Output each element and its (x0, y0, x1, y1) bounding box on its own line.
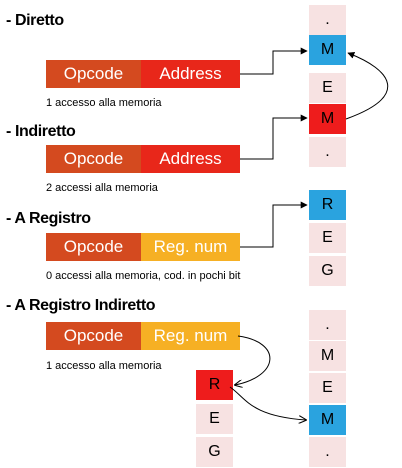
opcode-box-indiretto: Opcode (46, 145, 141, 173)
heading-registro: - A Registro (6, 210, 91, 227)
arrow-register-to-memory (229, 386, 306, 420)
arrow-indiretto (240, 114, 308, 160)
register-cell: E (309, 223, 346, 253)
memory-cell: E (309, 373, 346, 403)
heading-diretto: - Diretto (6, 12, 64, 29)
memory-cell: . (309, 437, 346, 467)
opcode-box-registro: Opcode (46, 233, 141, 261)
register-cell: G (196, 437, 233, 467)
arrow-registro (240, 201, 308, 248)
note-registro-indiretto: 1 accesso alla memoria (46, 360, 162, 372)
register-cell-highlight-blue: R (309, 190, 346, 220)
address-box-diretto: Address (141, 60, 240, 88)
memory-cell-highlight-blue: M (309, 405, 346, 435)
arrow-registro-indiretto (235, 335, 271, 385)
address-box-indiretto: Address (141, 145, 240, 173)
memory-cell: . (309, 5, 346, 35)
heading-registro-indiretto: - A Registro Indiretto (6, 297, 156, 314)
note-diretto: 1 accesso alla memoria (46, 97, 162, 109)
opcode-box-registro-indiretto: Opcode (46, 322, 141, 350)
regnum-box-registro: Reg. num (141, 233, 240, 261)
memory-cell-highlight-blue: M (309, 35, 346, 65)
memory-cell: . (309, 310, 346, 340)
note-indiretto: 2 accessi alla memoria (46, 182, 158, 194)
note-registro: 0 accessi alla memoria, cod. in pochi bi… (46, 270, 241, 282)
arrow-indirection (345, 52, 389, 120)
memory-cell-highlight-red: M (309, 104, 346, 134)
heading-indiretto: - Indiretto (6, 123, 76, 140)
register-cell: G (309, 256, 346, 286)
memory-cell: E (309, 73, 346, 103)
memory-cell: . (309, 137, 346, 167)
opcode-box-diretto: Opcode (46, 60, 141, 88)
regnum-box-registro-indiretto: Reg. num (141, 322, 240, 350)
register-cell-highlight-red: R (196, 370, 233, 400)
memory-cell: M (309, 341, 346, 371)
arrow-diretto (240, 47, 308, 75)
register-cell: E (196, 404, 233, 434)
